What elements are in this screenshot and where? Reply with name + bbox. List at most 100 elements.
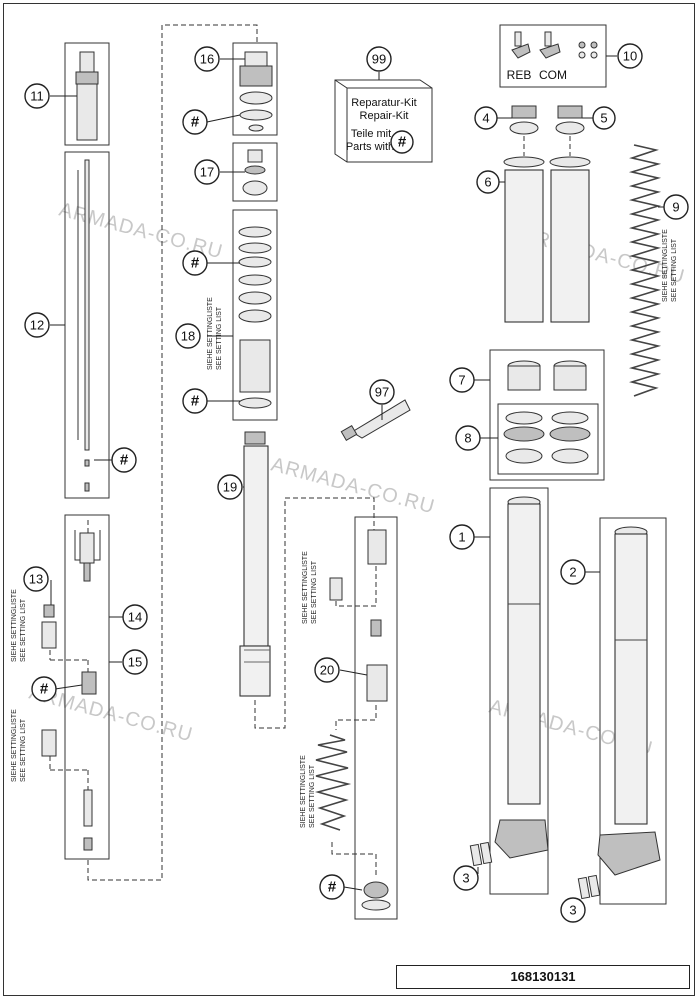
setting-list-de: SIEHE SETTINGLISTE <box>11 589 18 662</box>
diagram-frame <box>3 3 695 996</box>
setting-list-en: SEE SETTING LIST <box>671 238 678 302</box>
dashed-connector-b <box>254 497 375 729</box>
setting-list-de: SIEHE SETTINGLISTE <box>302 551 309 624</box>
setting-list-label-15: SIEHE SETTINGLISTE SEE SETTING LIST <box>11 709 27 782</box>
callout-14: 14 <box>122 604 148 630</box>
callout-18: 18 <box>175 323 201 349</box>
hash-callout-16: # <box>182 109 208 135</box>
callout-9: 9 <box>663 194 689 220</box>
group-part-10: REB COM <box>499 24 617 88</box>
group-part-19 <box>239 431 271 697</box>
callout-7: 7 <box>449 367 475 393</box>
callout-18-label: 18 <box>181 329 195 344</box>
callout-7-label: 7 <box>458 373 465 388</box>
callout-16-label: 16 <box>200 52 214 67</box>
callout-11: 11 <box>24 83 50 109</box>
callout-99-label: 99 <box>372 52 386 67</box>
hash-callout-12: # <box>111 447 137 473</box>
callout-97: 97 <box>369 379 395 405</box>
group-fork-leg-2 <box>576 517 667 906</box>
parts-4-5-caps <box>497 105 593 156</box>
setting-list-de: SIEHE SETTINGLISTE <box>662 229 669 302</box>
group-part-17 <box>220 142 278 202</box>
callout-15-label: 15 <box>128 655 142 670</box>
hash-callout-18b: # <box>182 388 208 414</box>
callout-3-leg1: 3 <box>453 865 479 891</box>
callout-4: 4 <box>474 106 498 130</box>
hash-label: # <box>328 879 337 896</box>
callout-99: 99 <box>366 46 392 72</box>
callout-16: 16 <box>194 46 220 72</box>
callout-2-label: 2 <box>569 565 576 580</box>
hash-callout-20: # <box>319 874 345 900</box>
group-parts-13-15 <box>41 514 123 860</box>
callout-13: 13 <box>23 566 49 592</box>
group-part-20 <box>314 516 398 920</box>
callout-4-label: 4 <box>482 111 489 126</box>
part-9-spring <box>628 144 664 397</box>
setting-list-en: SEE SETTING LIST <box>311 560 318 624</box>
callout-3-leg2: 3 <box>560 897 586 923</box>
callout-6: 6 <box>476 170 500 194</box>
callout-19-label: 19 <box>223 480 237 495</box>
callout-8-label: 8 <box>464 431 471 446</box>
setting-list-label-13: SIEHE SETTINGLISTE SEE SETTING LIST <box>11 589 27 662</box>
hash-label: # <box>120 452 129 469</box>
hash-callout-kit: # <box>390 130 414 154</box>
callout-13-label: 13 <box>29 572 43 587</box>
setting-list-label-20b: SIEHE SETTINGLISTE SEE SETTING LIST <box>300 755 316 828</box>
parts-with-line-de: Teile mit <box>351 128 391 140</box>
hash-label: # <box>40 681 49 698</box>
group-part-16 <box>206 42 278 136</box>
callout-11-label: 11 <box>30 89 44 104</box>
group-part-12 <box>50 151 112 499</box>
callout-17: 17 <box>194 159 220 185</box>
repair-kit-line-en: Repair-Kit <box>360 110 409 122</box>
part-6-outer-tubes <box>499 156 591 323</box>
fork-spring <box>628 144 662 397</box>
callout-10: 10 <box>617 43 643 69</box>
setting-list-en: SEE SETTING LIST <box>309 764 316 828</box>
callout-5-label: 5 <box>600 111 607 126</box>
callout-6-label: 6 <box>484 175 491 190</box>
callout-9-label: 9 <box>672 200 679 215</box>
setting-list-de: SIEHE SETTINGLISTE <box>300 755 307 828</box>
callout-5: 5 <box>592 106 616 130</box>
hash-label: # <box>191 114 200 131</box>
document-number: 168130131 <box>396 965 690 989</box>
hash-label: # <box>398 134 407 151</box>
dashed-connector-a <box>87 24 258 881</box>
repair-kit-line-de: Reparatur-Kit <box>351 97 416 109</box>
watermark-3: ARMADA-CO.RU <box>269 454 438 519</box>
setting-list-de: SIEHE SETTINGLISTE <box>11 709 18 782</box>
callout-3-label: 3 <box>462 871 469 886</box>
setting-list-label-18: SIEHE SETTINGLISTE SEE SETTING LIST <box>207 297 223 370</box>
hash-label: # <box>191 255 200 272</box>
label-reb: REB <box>507 68 532 82</box>
label-com: COM <box>539 68 567 82</box>
callout-2: 2 <box>560 559 586 585</box>
setting-list-de: SIEHE SETTINGLISTE <box>207 297 214 370</box>
setting-list-en: SEE SETTING LIST <box>20 598 27 662</box>
callout-20-label: 20 <box>320 663 334 678</box>
callout-15: 15 <box>122 649 148 675</box>
setting-list-label-20a: SIEHE SETTINGLISTE SEE SETTING LIST <box>302 551 318 624</box>
callout-8: 8 <box>455 425 481 451</box>
callout-19: 19 <box>217 474 243 500</box>
callout-14-label: 14 <box>128 610 142 625</box>
callout-3-label: 3 <box>569 903 576 918</box>
setting-list-en: SEE SETTING LIST <box>216 306 223 370</box>
part-97-grease-tube <box>340 399 411 442</box>
callout-12: 12 <box>24 312 50 338</box>
group-part-11 <box>50 42 110 146</box>
group-part-18 <box>207 209 278 421</box>
callout-10-label: 10 <box>623 49 637 64</box>
parts-with-line-en: Parts with <box>346 141 394 153</box>
callout-17-label: 17 <box>200 165 214 180</box>
parts-7-8-seals <box>474 349 605 481</box>
callout-97-label: 97 <box>375 385 389 400</box>
hash-callout-18a: # <box>182 250 208 276</box>
callout-1-label: 1 <box>458 530 465 545</box>
setting-list-label-9: SIEHE SETTINGLISTE SEE SETTING LIST <box>662 229 678 302</box>
part-99-repair-kit: Reparatur-Kit Repair-Kit Teile mit Parts… <box>334 72 433 163</box>
